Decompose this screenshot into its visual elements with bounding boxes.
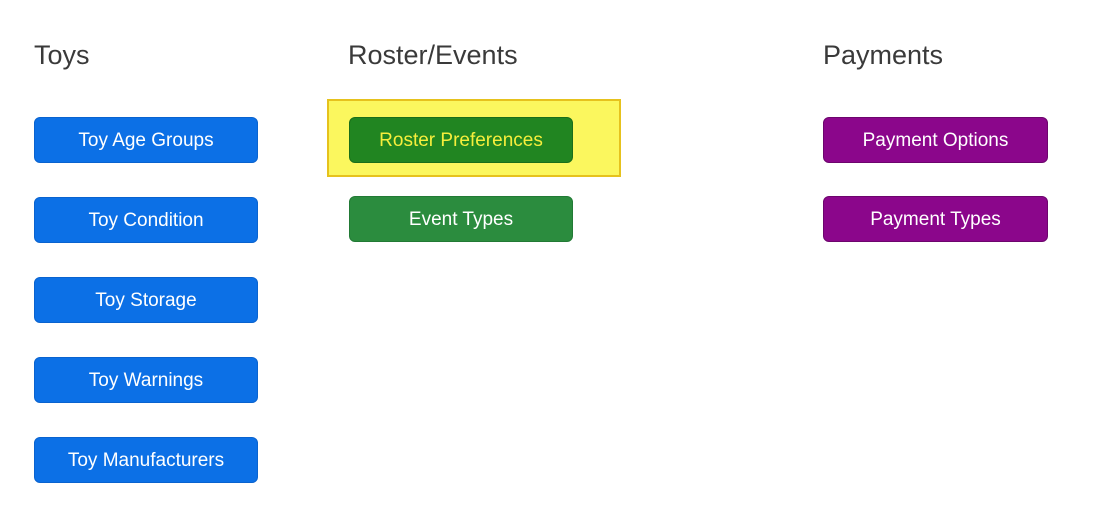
toys-section-heading: Toys xyxy=(34,40,90,70)
roster-preferences-button[interactable]: Roster Preferences xyxy=(349,117,573,163)
toy-condition-button[interactable]: Toy Condition xyxy=(34,197,258,243)
toy-warnings-button[interactable]: Toy Warnings xyxy=(34,357,258,403)
roster-preferences-highlight: Roster Preferences xyxy=(327,99,621,177)
toy-manufacturers-button[interactable]: Toy Manufacturers xyxy=(34,437,258,483)
toy-storage-button[interactable]: Toy Storage xyxy=(34,277,258,323)
event-types-button[interactable]: Event Types xyxy=(349,196,573,242)
payment-types-button[interactable]: Payment Types xyxy=(823,196,1048,242)
roster-events-section-heading: Roster/Events xyxy=(348,40,518,70)
payment-options-button[interactable]: Payment Options xyxy=(823,117,1048,163)
payments-section-heading: Payments xyxy=(823,40,944,70)
toy-age-groups-button[interactable]: Toy Age Groups xyxy=(34,117,258,163)
